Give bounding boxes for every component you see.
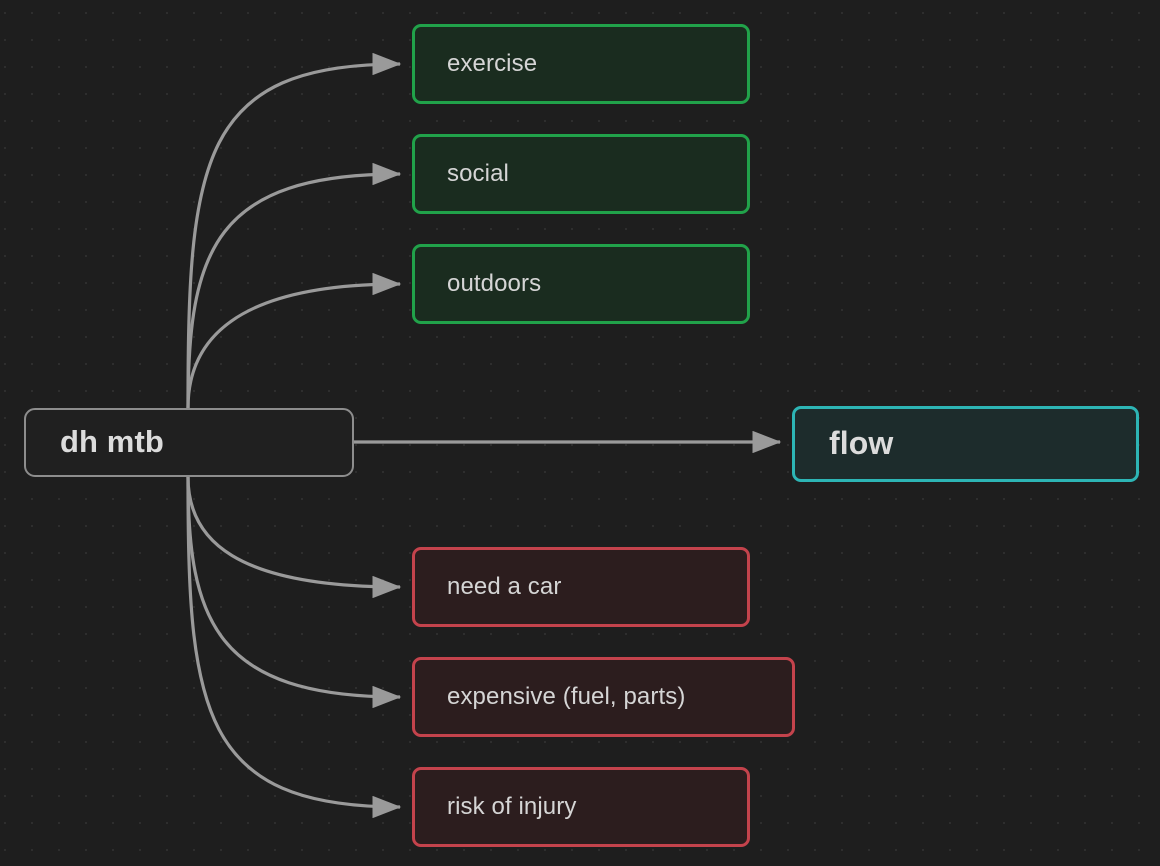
node-label: dh mtb <box>60 424 164 460</box>
edge-to-exercise <box>186 52 402 409</box>
node-risk-of-injury[interactable]: risk of injury <box>412 767 750 847</box>
node-social[interactable]: social <box>412 134 750 214</box>
node-label: expensive (fuel, parts) <box>447 682 686 710</box>
edge-to-expensive <box>186 476 402 709</box>
node-label: risk of injury <box>447 792 577 820</box>
node-outdoors[interactable]: outdoors <box>412 244 750 324</box>
node-exercise[interactable]: exercise <box>412 24 750 104</box>
node-need-a-car[interactable]: need a car <box>412 547 750 627</box>
node-label: need a car <box>447 572 562 600</box>
node-label: flow <box>829 425 894 462</box>
node-expensive[interactable]: expensive (fuel, parts) <box>412 657 795 737</box>
node-label: social <box>447 159 509 187</box>
node-label: exercise <box>447 49 538 77</box>
edge-to-social <box>186 162 402 409</box>
edge-to-risk-of-injury <box>186 476 402 819</box>
node-root-dh-mtb[interactable]: dh mtb <box>24 408 354 477</box>
node-label: outdoors <box>447 269 542 297</box>
edge-to-outdoors <box>186 272 402 409</box>
node-flow[interactable]: flow <box>792 406 1139 482</box>
edge-to-need-a-car <box>186 476 402 599</box>
